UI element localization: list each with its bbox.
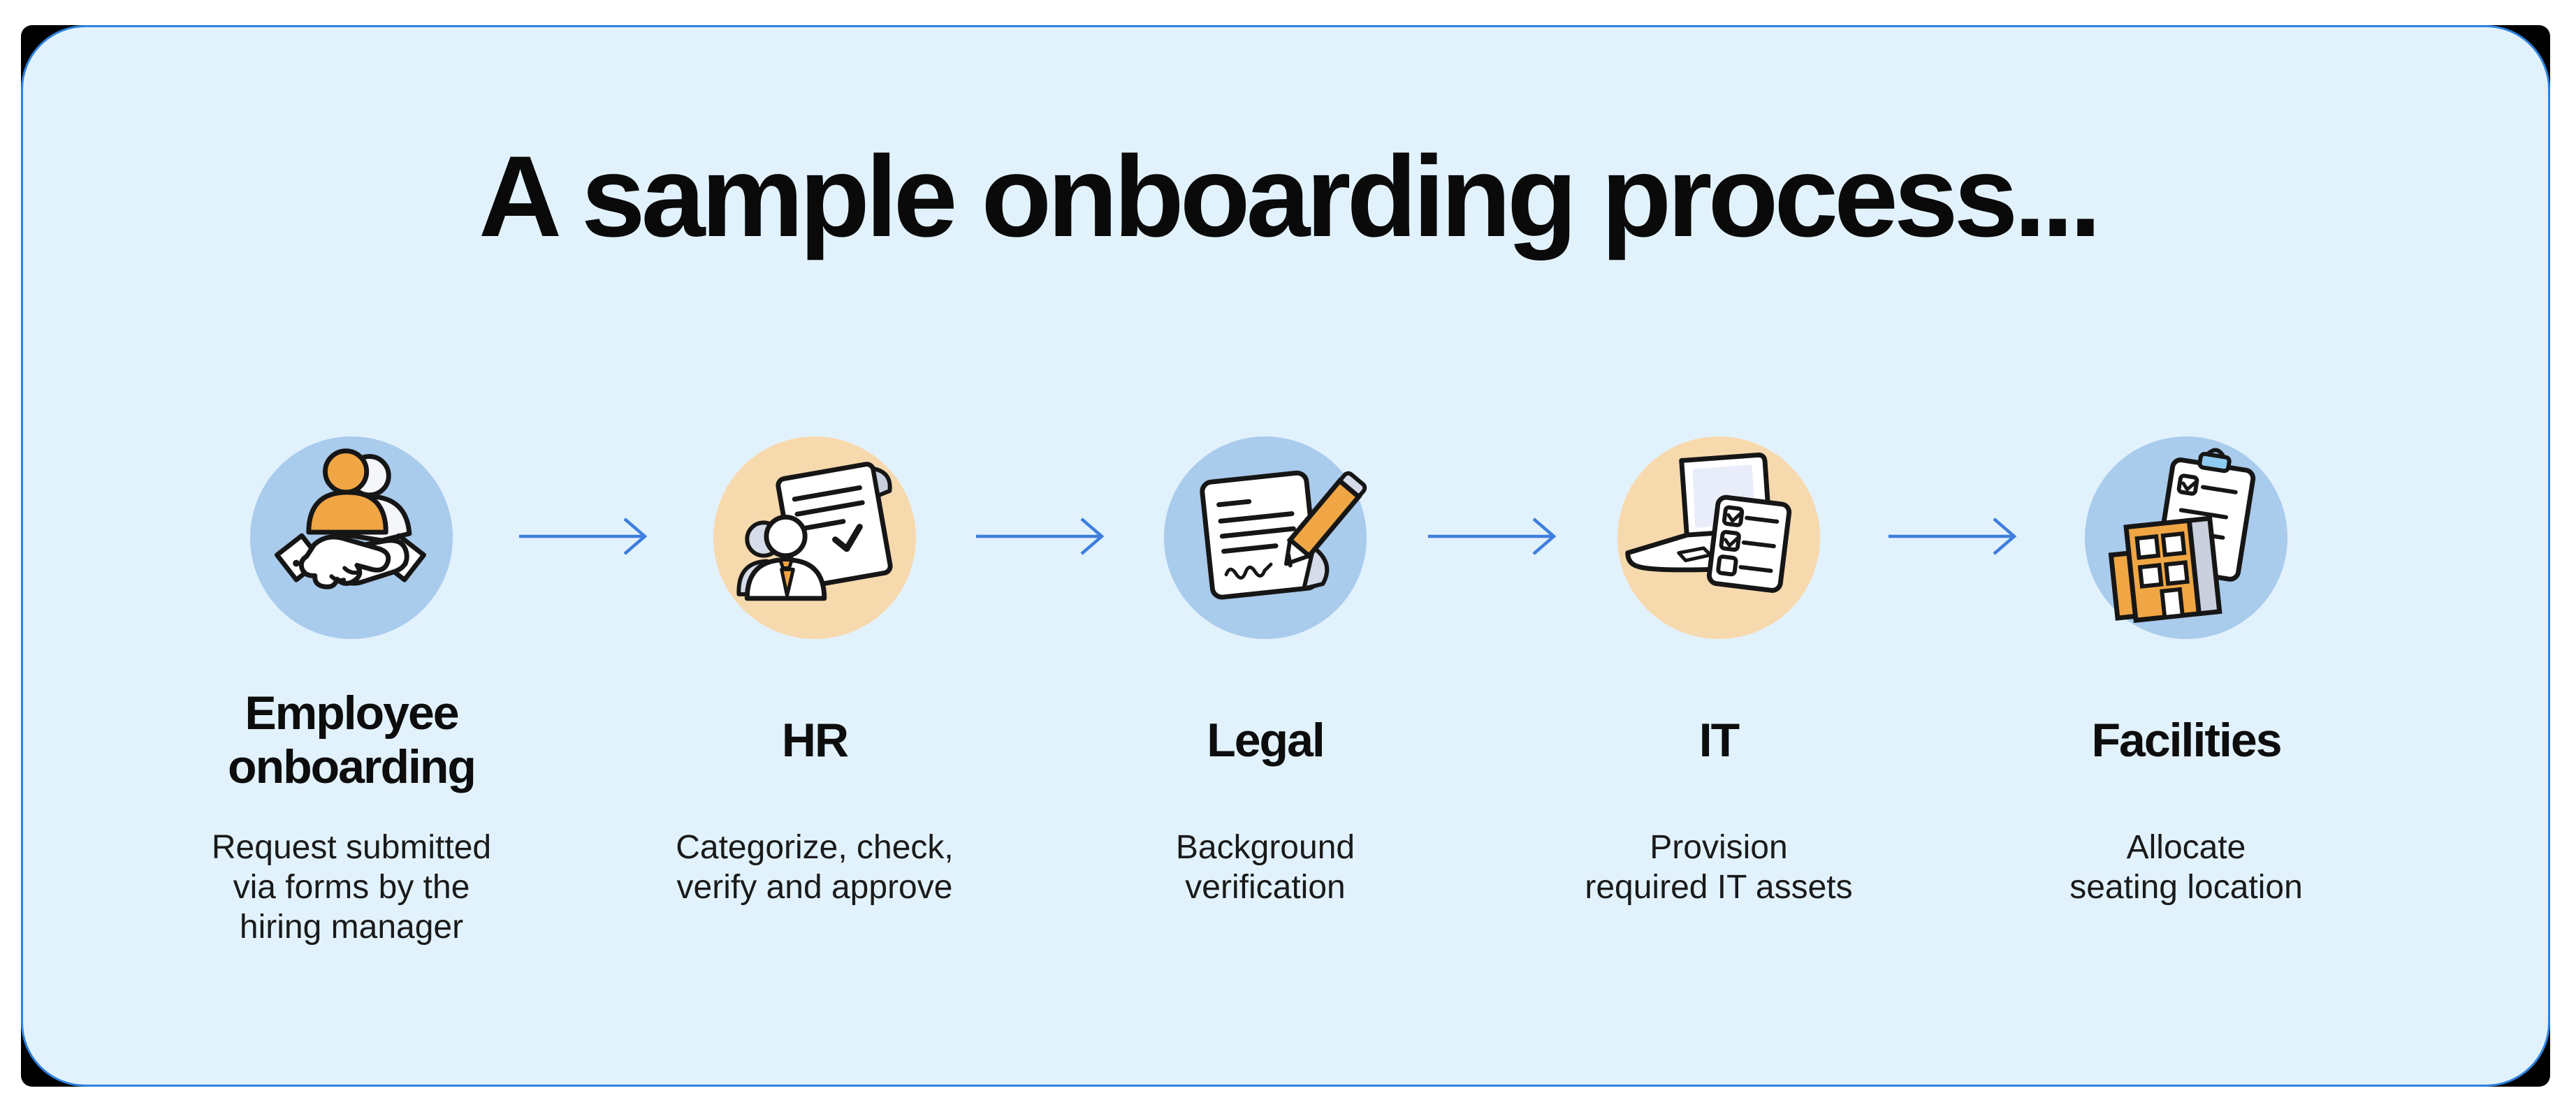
step-description: Categorize, check, verify and approve [676,829,954,906]
laptop-checklist-icon [1617,436,1821,640]
step-legal: Legal Background verification [1049,434,1482,907]
step-facilities: Facilities Allocate seating location [1970,434,2403,907]
step-title: HR [781,713,849,767]
step-employee-onboarding: Employee onboarding Request submitted vi… [135,434,568,947]
page-title: A sample onboarding process... [479,132,2102,260]
step-title: Employee onboarding [228,687,476,793]
step-title: Legal [1207,713,1325,767]
step-hr: HR Categorize, check, verify and approve [598,434,1031,907]
step-it: IT Provision required IT assets [1502,434,1935,907]
flow-arrow-icon [976,517,1105,555]
step-description: Provision required IT assets [1585,829,1853,906]
step-title: IT [1698,713,1740,767]
flow-arrow-icon [519,517,648,555]
hr-person-document-icon [713,436,917,640]
step-description: Request submitted via forms by the hirin… [211,829,492,946]
step-title: Facilities [2091,713,2282,767]
step-description: Background verification [1175,829,1355,906]
step-description: Allocate seating location [2069,829,2303,906]
flow-arrow-icon [1889,517,2017,555]
handshake-people-icon [249,436,453,640]
flow-arrow-icon [1428,517,1557,555]
signed-document-pencil-icon [1163,436,1367,640]
building-clipboard-icon [2084,436,2288,640]
